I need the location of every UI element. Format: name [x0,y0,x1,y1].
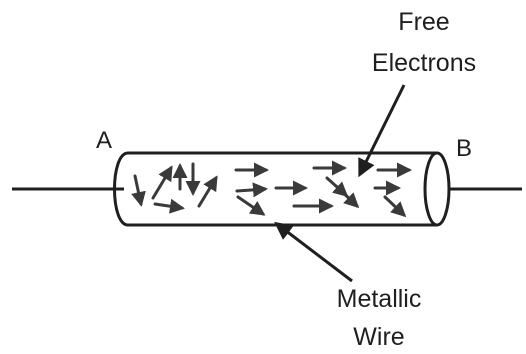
electron-arrow [153,198,185,214]
free-electrons [131,160,412,218]
electron-arrow [151,165,173,200]
electron-arrow [383,195,407,218]
end-label-b: B [456,135,472,162]
electron-arrow [236,195,266,216]
metallic-wire-label-line2: Wire [353,323,404,351]
end-label-a: A [96,127,112,154]
electron-arrow [334,184,360,209]
electron-arrow [235,182,268,198]
electron-arrow [131,174,146,207]
free-electrons-pointer [358,84,406,178]
electron-arrow [197,175,218,208]
metallic-wire-pointer [274,221,353,283]
free-electrons-label-line1: Free [398,8,449,36]
metallic-wire-label-line1: Metallic [337,285,422,313]
wire-cylinder-end-face [423,151,451,227]
free-electrons-label-line2: Electrons [372,49,476,77]
